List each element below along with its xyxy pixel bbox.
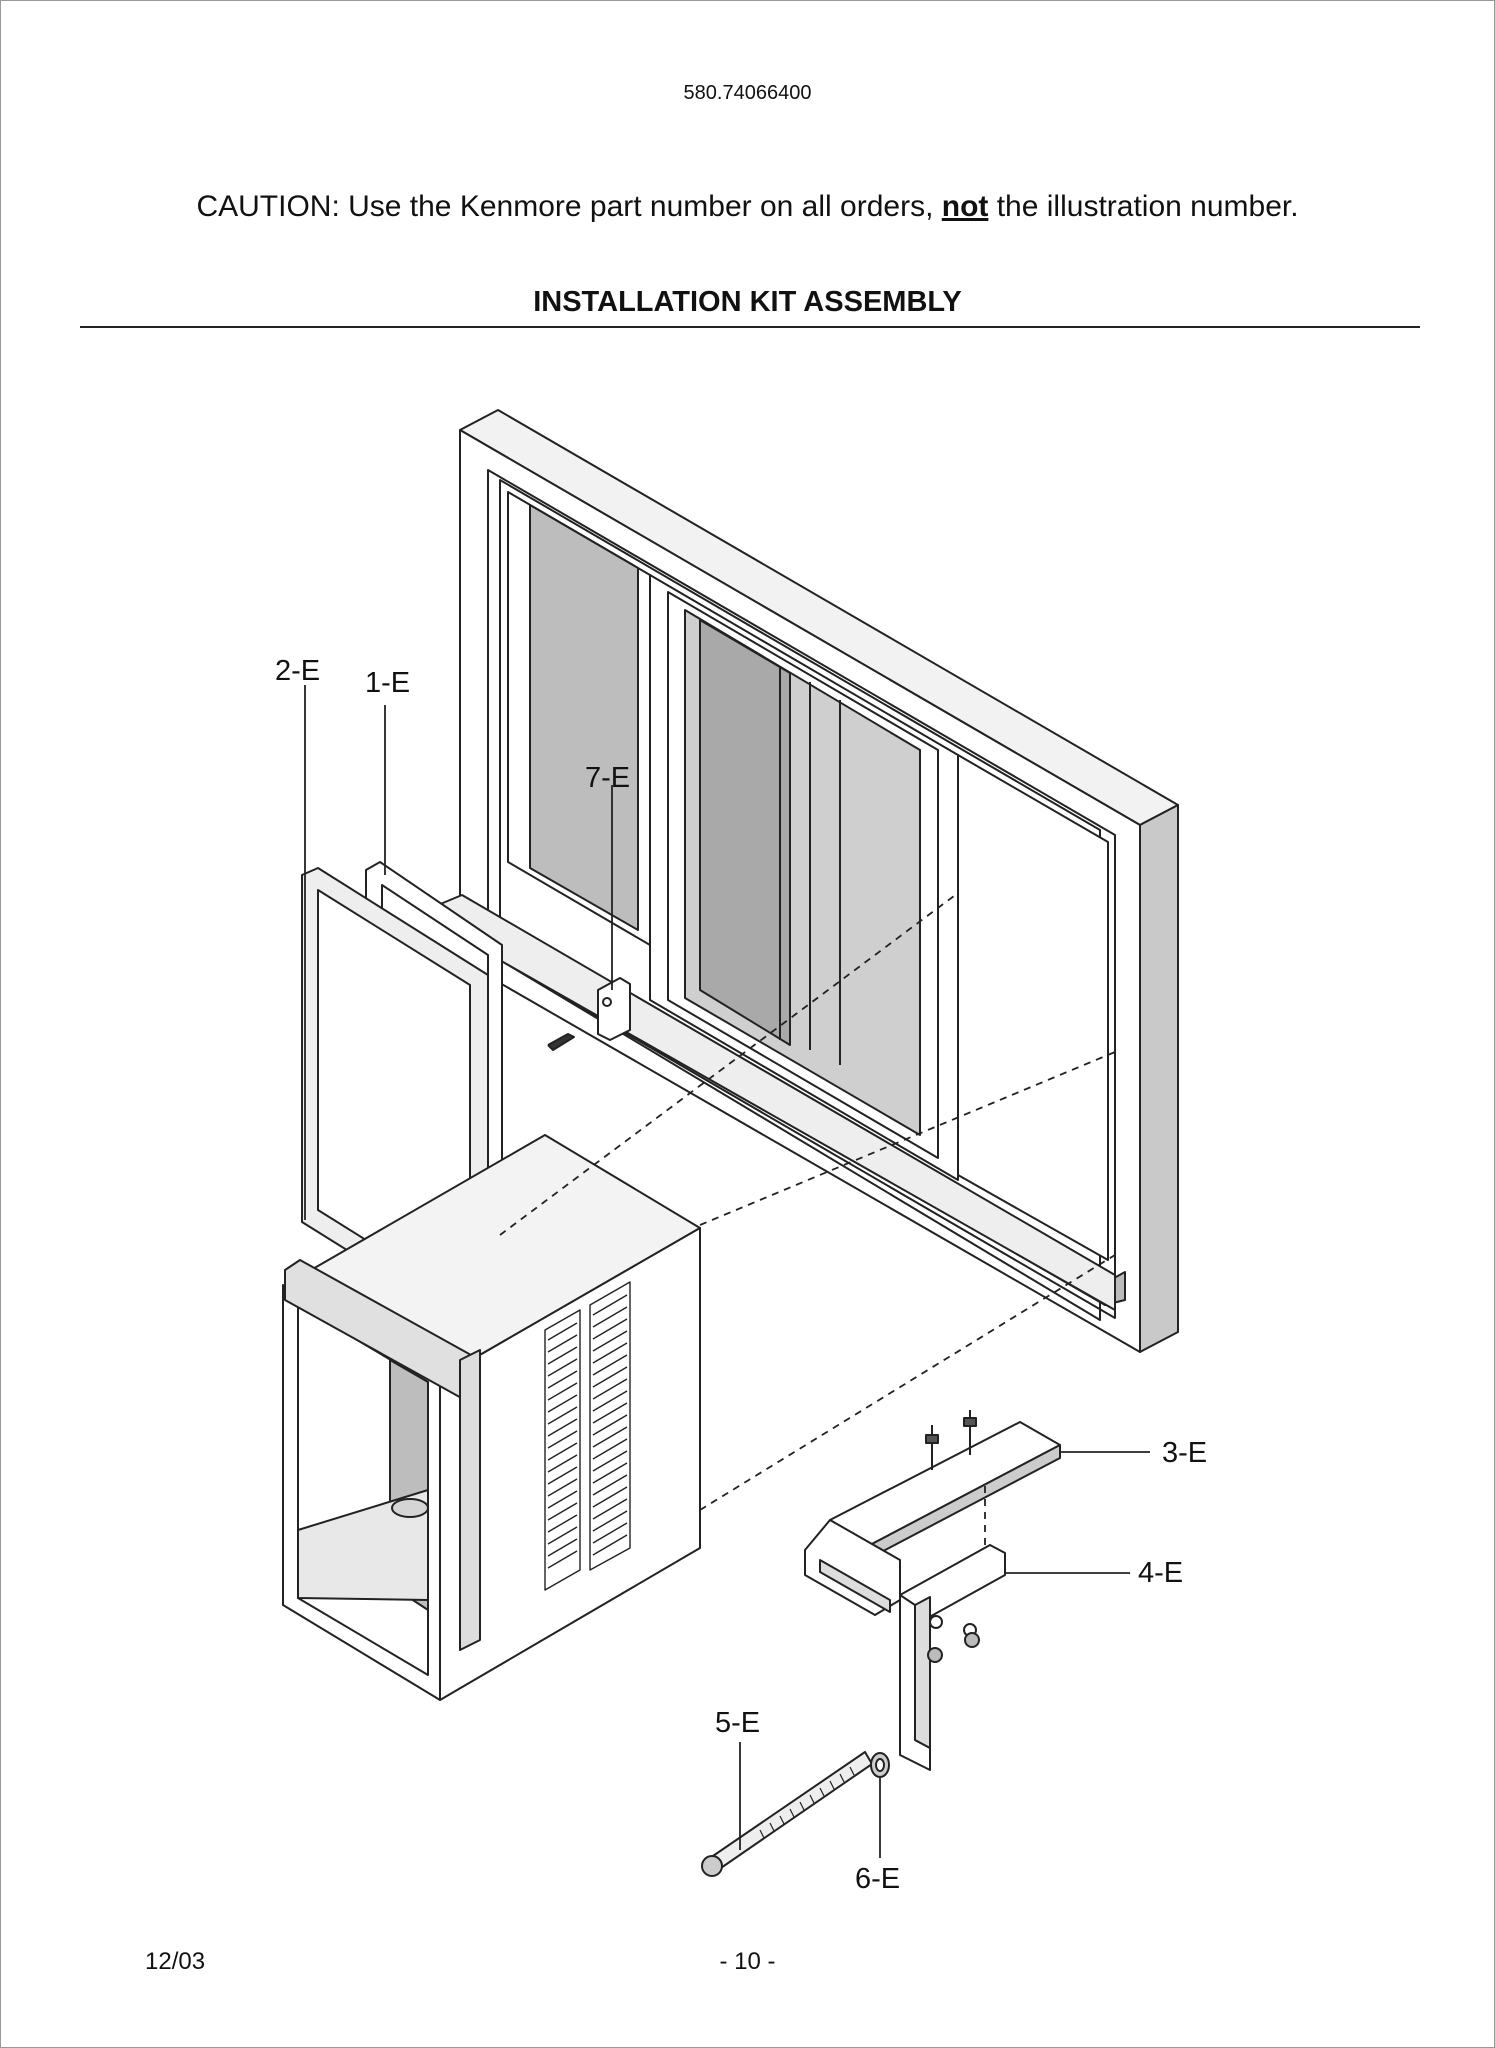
nut-6e bbox=[870, 1752, 890, 1778]
caution-text-end: the illustration number. bbox=[988, 190, 1299, 223]
section-title: INSTALLATION KIT ASSEMBLY bbox=[533, 286, 962, 318]
bolt-5e bbox=[701, 1751, 873, 1877]
support-leg-4e bbox=[899, 1544, 1006, 1771]
callout-2e: 2-E bbox=[275, 655, 320, 687]
caution-emphasis: not bbox=[941, 190, 989, 223]
callout-7e: 7-E bbox=[585, 762, 630, 794]
callout-6e: 6-E bbox=[855, 1863, 900, 1895]
alignment-lines bbox=[499, 892, 1116, 1545]
callout-5e: 5-E bbox=[715, 1707, 760, 1739]
caution-text-start: CAUTION: Use the Kenmore part number on … bbox=[196, 190, 942, 223]
model-number: 580.74066400 bbox=[683, 82, 812, 104]
cabinet-grille bbox=[544, 1281, 631, 1591]
callout-4e: 4-E bbox=[1138, 1557, 1183, 1589]
callout-labels: 2-E 1-E 7-E 3-E 4-E 5-E 6-E bbox=[275, 655, 1207, 1895]
sash-lock-bracket bbox=[547, 977, 631, 1051]
leader-lines bbox=[304, 685, 1150, 1858]
support-rail-3e bbox=[804, 1410, 1061, 1616]
exploded-view-diagram: 2-E 1-E 7-E 3-E 4-E 5-E 6-E bbox=[275, 409, 1207, 1895]
caution-notice: CAUTION: Use the Kenmore part number on … bbox=[0, 190, 1495, 224]
footer-date: 12/03 bbox=[145, 1948, 206, 1975]
callout-3e: 3-E bbox=[1162, 1437, 1207, 1469]
callout-1e: 1-E bbox=[365, 667, 410, 699]
window-sashes bbox=[507, 491, 1109, 1261]
page-number: - 10 - bbox=[719, 1948, 776, 1975]
title-rule bbox=[80, 326, 1420, 328]
